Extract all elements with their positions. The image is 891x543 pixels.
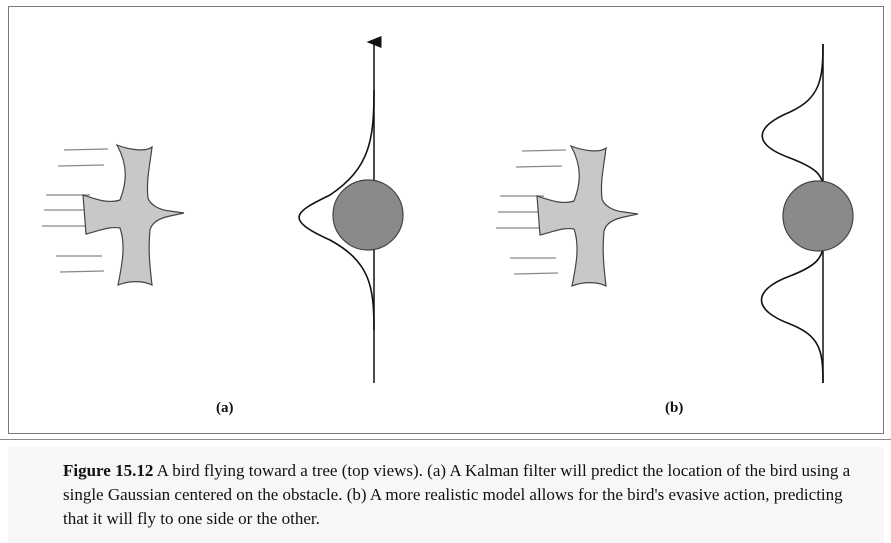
figure-number: Figure 15.12 bbox=[63, 461, 153, 480]
panel-b bbox=[496, 44, 853, 383]
obstacle-tree bbox=[333, 180, 403, 250]
bird-shape bbox=[83, 145, 184, 285]
divider bbox=[0, 439, 891, 440]
panel-a bbox=[42, 42, 403, 383]
bird-shape bbox=[537, 146, 638, 286]
panel-b-label: (b) bbox=[665, 398, 683, 418]
obstacle-tree bbox=[783, 181, 853, 251]
figure-illustration bbox=[0, 0, 891, 440]
figure-caption: Figure 15.12 A bird flying toward a tree… bbox=[63, 459, 853, 531]
caption-text: A bird flying toward a tree (top views).… bbox=[63, 461, 850, 528]
panel-a-label: (a) bbox=[216, 398, 234, 418]
